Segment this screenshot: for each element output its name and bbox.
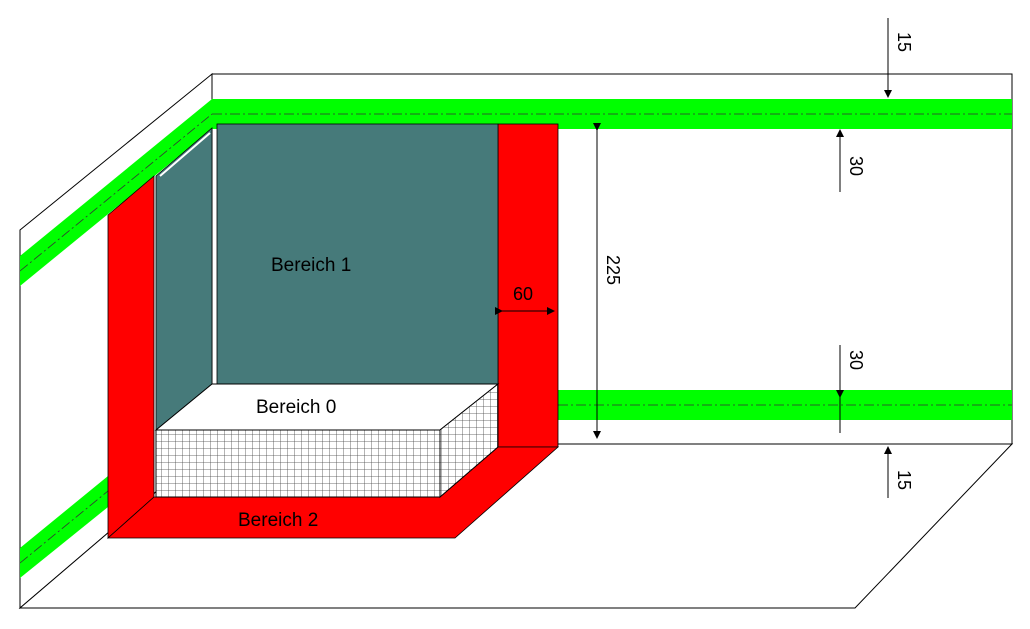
installation-bands: [19, 99, 1012, 578]
zone-2: [106, 123, 560, 539]
zone-0: [154, 382, 500, 499]
zone-2-left-strip: [107, 175, 155, 539]
dim-top-band-label: 30: [846, 156, 866, 176]
top-band-left-centerline: [19, 113, 213, 272]
dim-height-label: 225: [603, 255, 623, 285]
tub-front: [155, 429, 441, 498]
dim-width-label: 60: [513, 284, 533, 304]
dimension-lines: [495, 18, 892, 498]
zone-1-label: Bereich 1: [271, 255, 351, 276]
zone-1-corner-highlight: [159, 132, 211, 177]
zone-1-back-wall: [216, 123, 499, 385]
tub-side: [439, 382, 499, 499]
zone-1: [155, 123, 499, 431]
bottom-band-left-centerline: [19, 490, 109, 564]
zone-0-label: Bereich 0: [256, 397, 336, 418]
dim-top-offset-label: 15: [894, 32, 914, 52]
zone-2-label: Bereich 2: [238, 510, 318, 531]
top-band-left-wall: [20, 99, 212, 286]
dim-bottom-band-label: 30: [846, 350, 866, 370]
dim-bottom-offset-label: 15: [894, 470, 914, 490]
